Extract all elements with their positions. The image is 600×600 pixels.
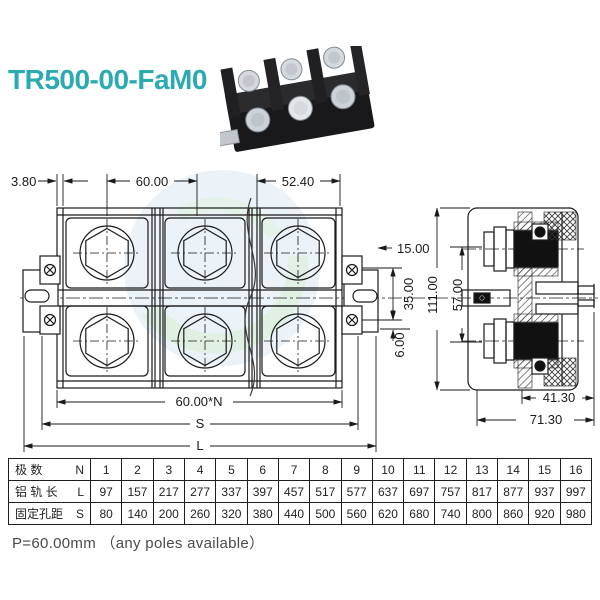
right-bracket: [341, 255, 379, 335]
table-cell: 8: [309, 458, 342, 481]
table-cell: 697: [403, 480, 436, 503]
table-cell: 997: [559, 480, 593, 503]
dim-total-depth-label: 71.30: [530, 412, 563, 427]
dimension-drawing: 3.80 60.00 52.40 15.00 35.00 6.00 60.00*…: [11, 170, 598, 453]
table-cell: 320: [215, 502, 248, 525]
table-cell: 5: [215, 458, 248, 481]
dim-height-label: 111.00: [425, 276, 440, 314]
dim-slot-span-label: 35.00: [401, 278, 416, 311]
table-cell: 380: [246, 502, 279, 525]
table-cell: 11: [403, 458, 436, 481]
table-cell: 860: [497, 502, 530, 525]
table-cell: 2: [121, 458, 154, 481]
dim-end-label: 52.40: [282, 174, 315, 189]
table-cell: 560: [340, 502, 373, 525]
terminal-block-photo: [220, 46, 375, 152]
side-view: [461, 207, 595, 391]
table-cell: 500: [309, 502, 342, 525]
left-bracket: [22, 255, 61, 335]
table-cell: 15: [528, 458, 561, 481]
bolt-front-row: [245, 84, 356, 133]
table-cell: 10: [371, 458, 405, 481]
table-cell: 14: [497, 458, 530, 481]
dim-pitch-label: 60.00: [136, 174, 169, 189]
dim-inner-depth-label: 41.30: [543, 390, 576, 405]
table-cell: 4: [183, 458, 217, 481]
table-cell: 1: [89, 458, 123, 481]
table-cell: 7: [277, 458, 311, 481]
table-cell: 620: [371, 502, 405, 525]
page-title: TR500-00-FaM0: [8, 64, 207, 95]
table-cell: 9: [340, 458, 373, 481]
table-cell: 740: [434, 502, 467, 525]
table-cell: 260: [183, 502, 217, 525]
table-cell: 577: [340, 480, 373, 503]
table-cell: 757: [434, 480, 467, 503]
break-line: [244, 197, 256, 397]
dim-total-pitch-label: 60.00*N: [176, 394, 223, 409]
table-cell: 680: [403, 502, 436, 525]
table-cell: 217: [152, 480, 185, 503]
table-cell: 97: [89, 480, 123, 503]
table-cell: 6: [246, 458, 279, 481]
table-cell: 397: [246, 480, 279, 503]
table-cell: 817: [465, 480, 499, 503]
table-cell: 877: [497, 480, 530, 503]
table-cell: 980: [559, 502, 593, 525]
table-cell: 16: [559, 458, 593, 481]
dim-bolt-span-label: 57.00: [450, 279, 465, 312]
dimension-labels: 3.80 60.00 52.40 15.00 35.00 6.00 60.00*…: [11, 174, 575, 453]
table-cell: 440: [277, 502, 311, 525]
table-cell: 140: [121, 502, 154, 525]
dim-hole-span-label: S: [196, 416, 205, 431]
table-cell: 337: [215, 480, 248, 503]
table-cell: 13: [465, 458, 499, 481]
table-cell: 517: [309, 480, 342, 503]
table-cell: 277: [183, 480, 217, 503]
table-cell: 12: [434, 458, 467, 481]
bolt-top-row: [237, 46, 346, 92]
table-cell: 80: [89, 502, 123, 525]
table-cell: 3: [152, 458, 185, 481]
product-photo: [220, 46, 375, 152]
centerlines: [20, 219, 598, 375]
dim-bracket-label: 15.00: [397, 241, 430, 256]
mounting-brackets: [22, 255, 379, 335]
pitch-note: P=60.00mm （any poles available）: [12, 535, 265, 552]
table-cell: 920: [528, 502, 561, 525]
dim-edge-label: 3.80: [11, 174, 36, 189]
dimension-lines: [23, 174, 595, 452]
table-cell: 457: [277, 480, 311, 503]
table-cell: 200: [152, 502, 185, 525]
table-cell: 800: [465, 502, 499, 525]
table-cell: 937: [528, 480, 561, 503]
dim-slot-offset-label: 6.00: [392, 332, 407, 357]
dim-length-label: L: [196, 438, 203, 453]
table-cell: 637: [371, 480, 405, 503]
table-cell: 157: [121, 480, 154, 503]
